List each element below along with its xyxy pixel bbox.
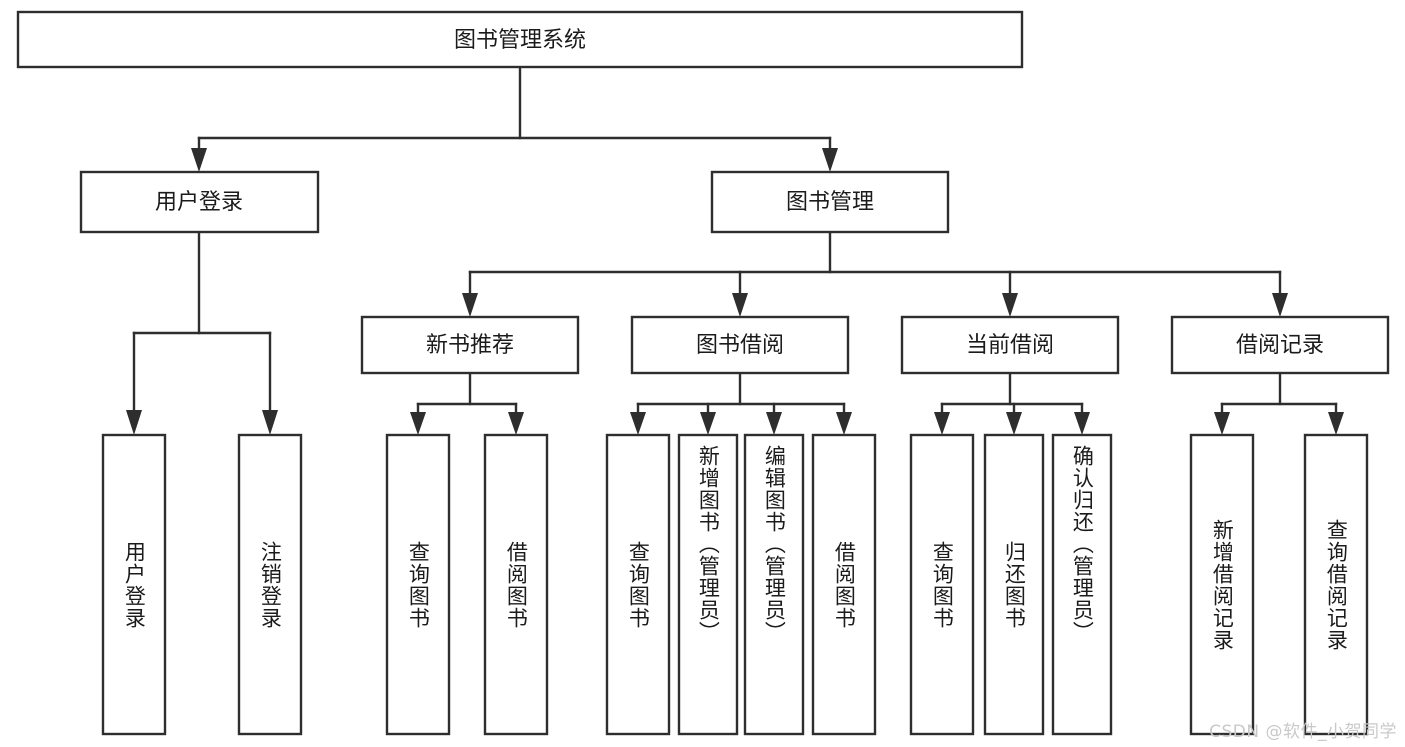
arrow-head-leaf-query-book-3 xyxy=(934,412,950,435)
node-book-manage[interactable] xyxy=(710,170,950,234)
node-leaf-add-borrow-record[interactable] xyxy=(1189,433,1255,736)
node-leaf-return-book[interactable] xyxy=(983,433,1045,736)
node-current-borrow-label: 当前借阅 xyxy=(966,333,1054,358)
node-root[interactable] xyxy=(16,10,1024,69)
node-leaf-add-book-admin[interactable] xyxy=(677,433,739,736)
node-borrow-record[interactable] xyxy=(1170,315,1390,375)
arrow-head-leaf-user-login xyxy=(126,410,142,435)
arrow-head-leaf-confirm-return-admin xyxy=(1074,412,1090,435)
arrow-head-leaf-edit-book-admin xyxy=(766,412,782,435)
node-book-borrow-label: 图书借阅 xyxy=(696,333,784,358)
node-book-borrow[interactable] xyxy=(630,315,850,375)
node-user-login[interactable] xyxy=(79,170,320,234)
node-layer: 图书管理系统 用户登录 图书管理 新书推荐 图书借阅 当前借阅 借阅记录 xyxy=(16,10,1390,736)
node-leaf-query-book-2[interactable] xyxy=(605,433,671,736)
node-leaf-query-borrow-record[interactable] xyxy=(1303,433,1369,736)
node-current-borrow[interactable] xyxy=(900,315,1120,375)
arrow-head-user-login xyxy=(191,148,207,172)
node-leaf-query-book-1[interactable] xyxy=(385,433,451,736)
arrow-head-current-borrow xyxy=(1002,293,1018,317)
arrow-head-leaf-add-book-admin xyxy=(700,412,716,435)
arrow-head-leaf-borrow-book-2 xyxy=(836,412,852,435)
node-new-book-recommend-label: 新书推荐 xyxy=(426,333,514,358)
arrow-head-leaf-query-book-2 xyxy=(630,412,646,435)
csdn-watermark: CSDN @软件_小贺同学 xyxy=(1209,722,1397,742)
node-leaf-borrow-book-2[interactable] xyxy=(811,433,877,736)
connector-layer xyxy=(126,65,1344,435)
node-leaf-confirm-return-admin[interactable] xyxy=(1051,433,1113,736)
node-user-login-label: 用户登录 xyxy=(155,190,243,215)
node-leaf-borrow-book-1[interactable] xyxy=(483,433,549,736)
arrow-head-leaf-return-book xyxy=(1006,412,1022,435)
arrow-head-leaf-query-borrow-record xyxy=(1328,412,1344,435)
arrow-head-leaf-add-borrow-record xyxy=(1214,412,1230,435)
arrow-head-borrow-record xyxy=(1272,293,1288,317)
arrow-head-leaf-query-book-1 xyxy=(410,412,426,435)
node-leaf-logout-login[interactable] xyxy=(237,433,303,736)
node-borrow-record-label: 借阅记录 xyxy=(1236,333,1324,358)
node-leaf-user-login[interactable] xyxy=(101,433,167,736)
arrow-head-book-borrow xyxy=(732,293,748,317)
node-new-book-recommend[interactable] xyxy=(360,315,580,375)
arrow-head-leaf-borrow-book-1 xyxy=(508,412,524,435)
node-root-label: 图书管理系统 xyxy=(454,28,586,53)
node-book-manage-label: 图书管理 xyxy=(786,190,874,215)
arrow-head-leaf-logout-login xyxy=(262,410,278,435)
arrow-head-new-book-recommend xyxy=(462,293,478,317)
node-leaf-edit-book-admin[interactable] xyxy=(743,433,805,736)
node-leaf-query-book-3[interactable] xyxy=(909,433,975,736)
arrow-head-book-manage xyxy=(822,148,838,172)
